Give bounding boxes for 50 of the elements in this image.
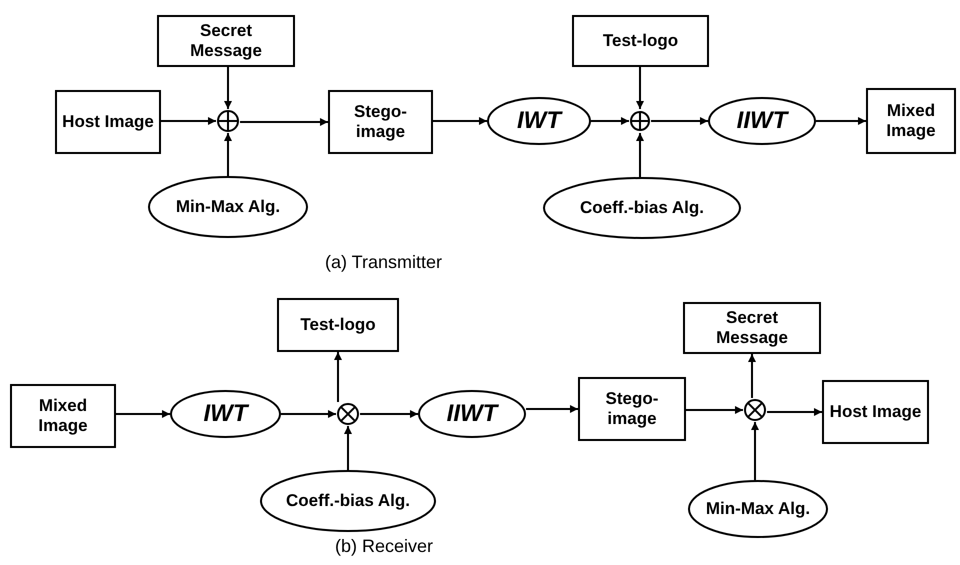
node-label: Test-logo bbox=[299, 314, 377, 336]
node-label: Host Image bbox=[61, 112, 155, 132]
arrow bbox=[433, 117, 487, 125]
arrow bbox=[360, 410, 418, 418]
node-label: Test-logo bbox=[602, 30, 680, 52]
figure-caption: (b) Receiver bbox=[335, 536, 434, 557]
arrow bbox=[116, 410, 170, 418]
node-label: Min-Max Alg. bbox=[174, 196, 282, 218]
node-label: IWT bbox=[202, 400, 250, 428]
arrow bbox=[526, 405, 578, 413]
node-label: IIWT bbox=[736, 106, 790, 136]
arrow bbox=[651, 117, 708, 125]
node-label: IWT bbox=[516, 106, 564, 136]
node-label: Stego-image bbox=[604, 388, 660, 430]
node-label: Coeff.-bias Alg. bbox=[284, 490, 412, 512]
arrow bbox=[161, 117, 216, 125]
arrow bbox=[240, 118, 328, 126]
process-box bbox=[822, 380, 929, 444]
process-box bbox=[578, 377, 686, 441]
figure-caption: (a) Transmitter bbox=[325, 252, 442, 273]
process-box bbox=[55, 90, 161, 154]
node-label: Coeff.-bias Alg. bbox=[578, 198, 706, 218]
node-label: Secret Message bbox=[715, 308, 789, 348]
arrow bbox=[751, 422, 759, 480]
arrow bbox=[816, 117, 866, 125]
arrow bbox=[686, 406, 743, 414]
node-label: Mixed Image bbox=[37, 396, 89, 436]
node-label: IIWT bbox=[446, 400, 500, 428]
arrow bbox=[636, 133, 644, 177]
arrow bbox=[591, 117, 629, 125]
process-box bbox=[277, 298, 399, 352]
arrow bbox=[636, 67, 644, 109]
process-box bbox=[328, 90, 433, 154]
process-box bbox=[572, 15, 709, 67]
arrow bbox=[344, 426, 352, 470]
node-label: Stego-image bbox=[353, 102, 408, 142]
process-box bbox=[157, 15, 295, 67]
node-label: Min-Max Alg. bbox=[704, 498, 812, 520]
process-box bbox=[10, 384, 116, 448]
process-box bbox=[683, 302, 821, 354]
arrow bbox=[281, 410, 336, 418]
arrow bbox=[748, 354, 756, 398]
arrow bbox=[767, 408, 822, 416]
arrow bbox=[224, 133, 232, 176]
node-label: Secret Message bbox=[189, 20, 263, 62]
process-box bbox=[866, 88, 956, 154]
node-label: Mixed Image bbox=[885, 100, 937, 142]
arrow bbox=[224, 67, 232, 109]
arrow bbox=[334, 352, 342, 402]
node-label: Host Image bbox=[828, 402, 922, 422]
